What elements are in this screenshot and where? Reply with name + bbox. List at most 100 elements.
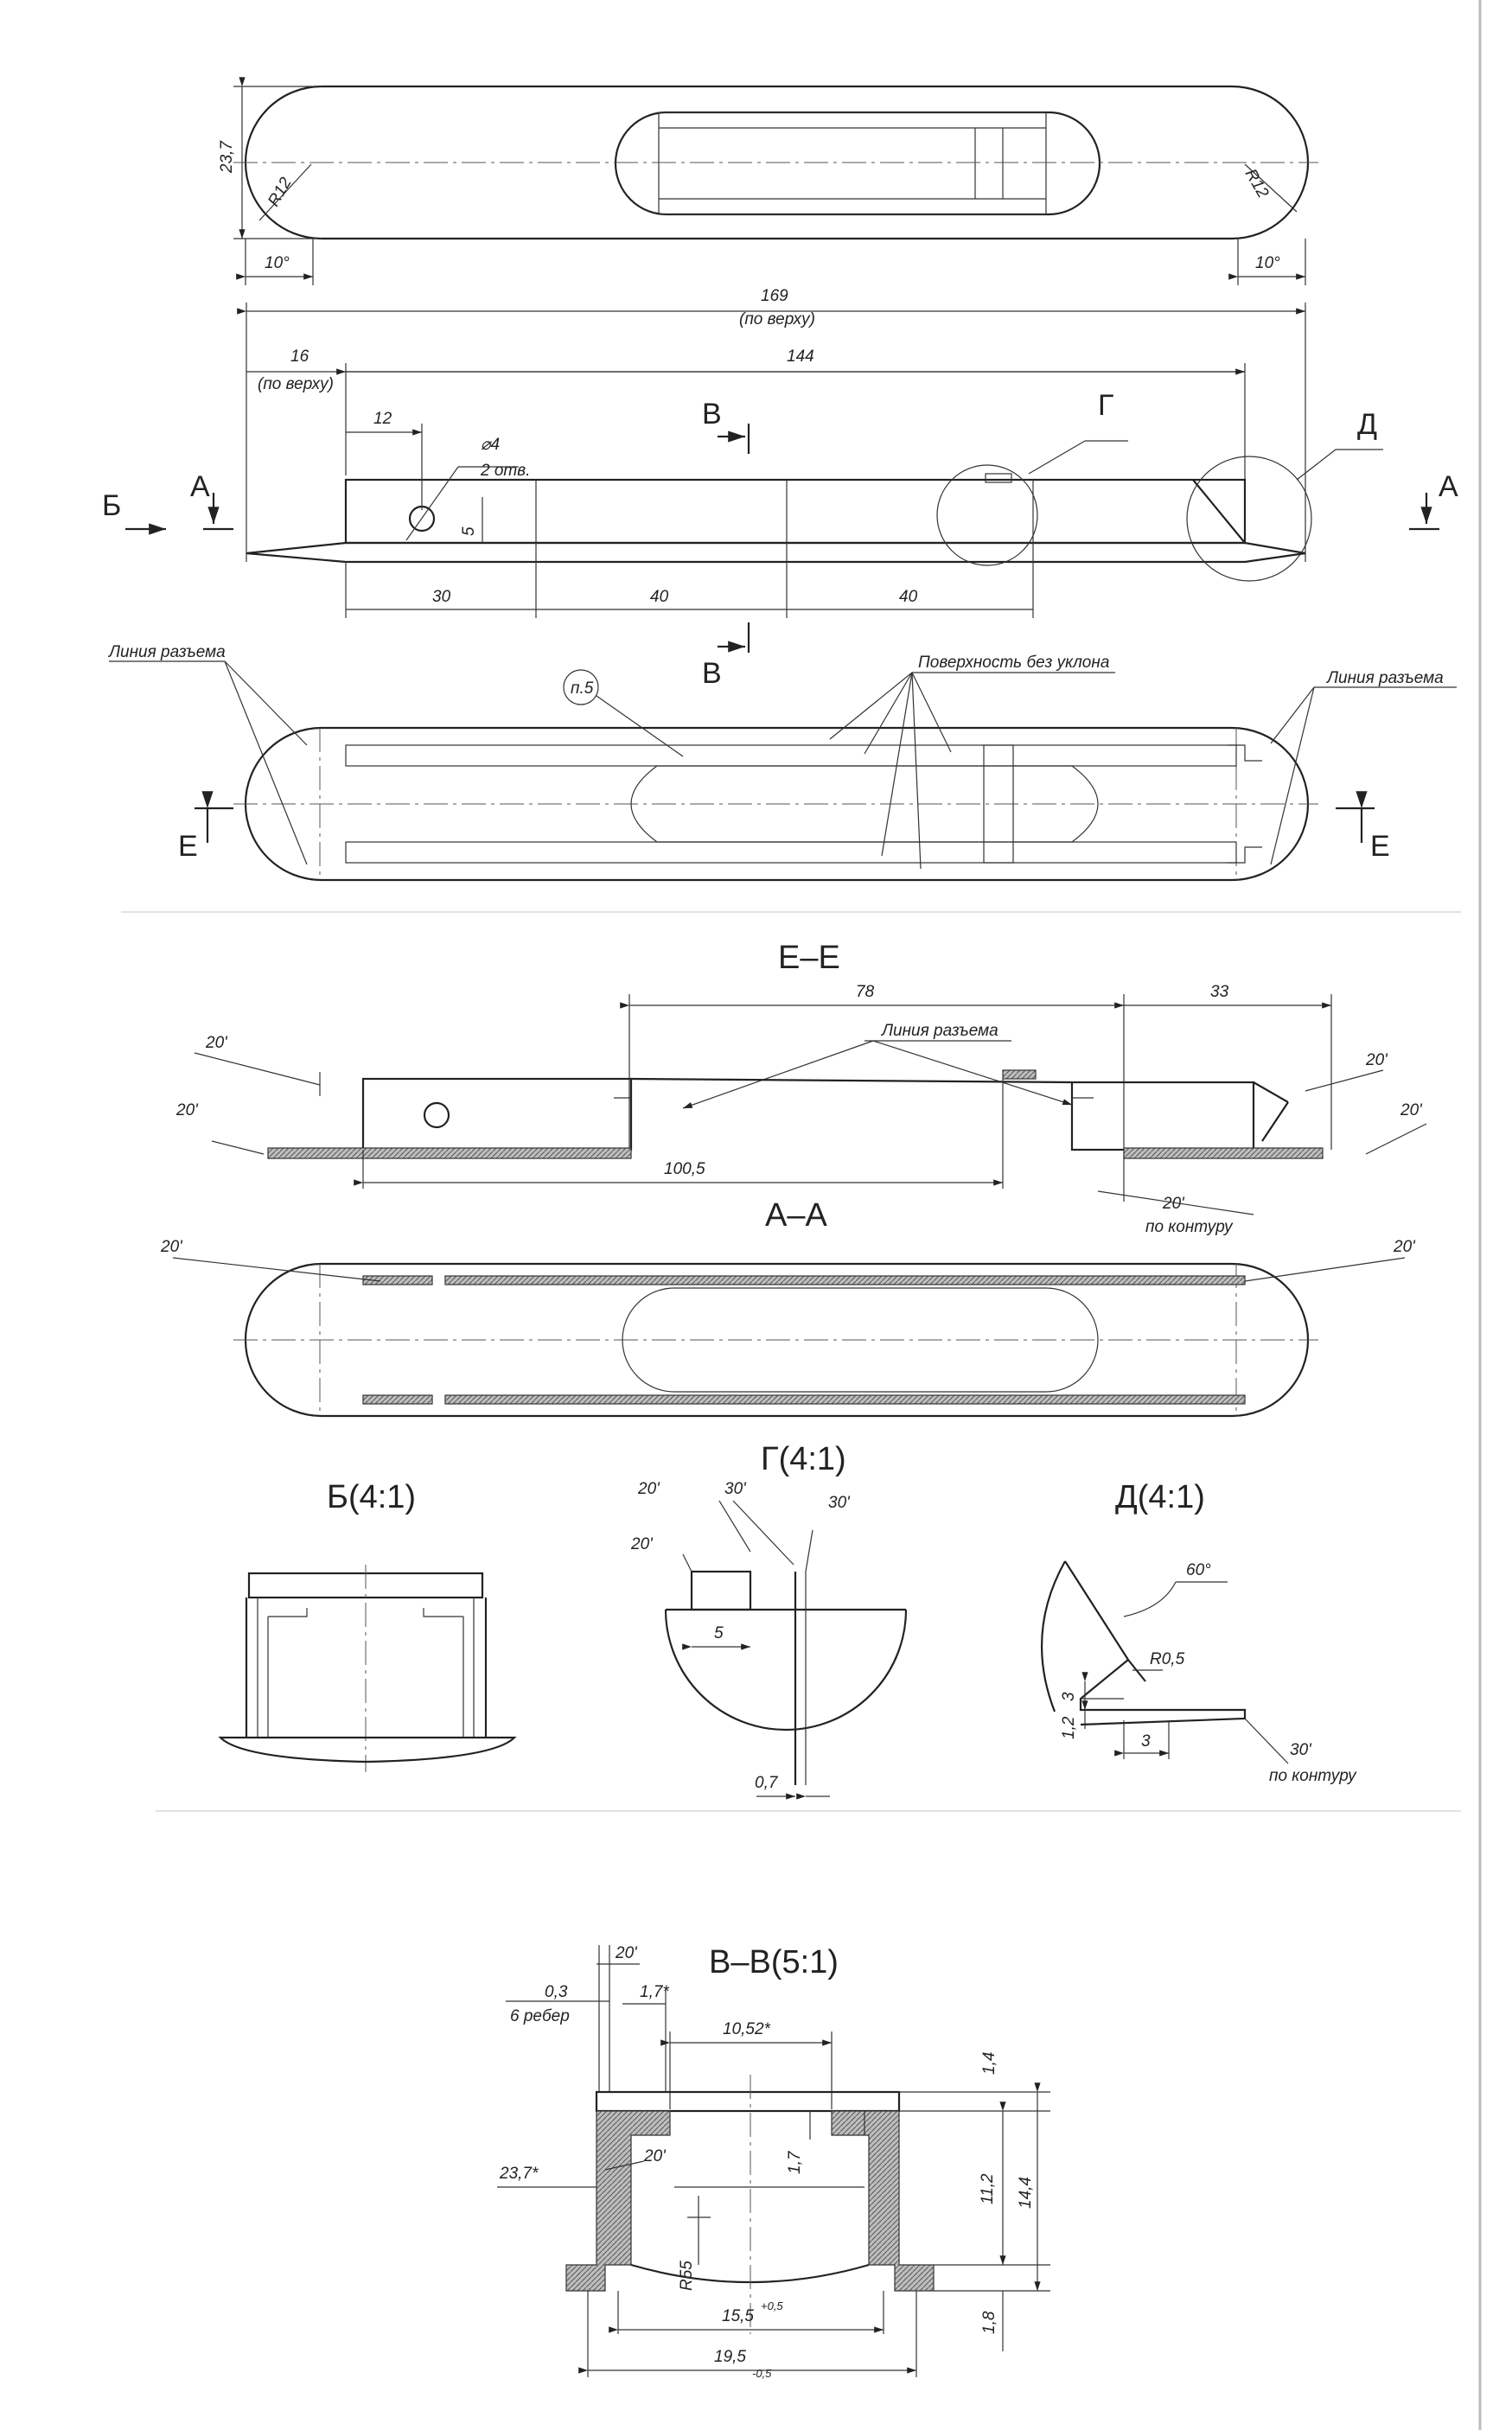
- detail-g: Г(4:1) 5 20' 30' 20' 30' 0,7: [630, 1441, 908, 1800]
- dim-height: 23,7: [218, 140, 236, 174]
- dim-seg2: 40: [650, 588, 669, 606]
- vv-dim-17b: 1,7: [786, 2150, 804, 2174]
- dim-overall-note: (по верху): [739, 310, 815, 328]
- vv-dim-17a: 1,7*: [640, 1983, 669, 2001]
- detail-d-arc: [1040, 1560, 1066, 1712]
- section-vv: В–В(5:1) 20' 0,3 6 ребер 1,7* 10,52* R55…: [497, 1944, 1050, 2380]
- vv-dim-155: 15,5: [722, 2307, 754, 2325]
- vv-dim-03: 0,3: [545, 1983, 568, 2001]
- vv-tol-195: -0,5: [752, 2367, 772, 2380]
- detail-b-title: Б(4:1): [327, 1479, 416, 1515]
- ee-contour: по контуру: [1145, 1218, 1234, 1236]
- front-view: 169 (по верху) 16 (по верху) 144 12 ⌀4 2…: [102, 287, 1458, 690]
- ee-hatch-left: [267, 1147, 632, 1159]
- detail-d: Д(4:1) 60° R0,5 3 1,2 3 30' по контуру: [1040, 1479, 1357, 1785]
- section-ee-title: Е–Е: [778, 940, 840, 976]
- section-v-bottom: В: [702, 657, 722, 690]
- angle-right: 10°: [1255, 254, 1280, 272]
- vv-dim-1052: 10,52*: [723, 2020, 771, 2038]
- section-a-right: А: [1439, 470, 1458, 503]
- section-a-left: А: [190, 470, 210, 503]
- g-ang-3: 20': [630, 1535, 654, 1553]
- dim-offset: 16: [290, 348, 309, 366]
- detail-g-title: Г(4:1): [761, 1441, 846, 1477]
- vv-dim-144: 14,4: [1017, 2177, 1035, 2209]
- ee-ang-1: 20': [205, 1034, 228, 1052]
- d-ang-60: 60°: [1186, 1561, 1211, 1579]
- aa-outline: [244, 1262, 1310, 1418]
- radius-left: R12: [265, 174, 296, 209]
- vv-ribs: 6 ребер: [510, 2007, 570, 2025]
- dim-hole-pos: 12: [373, 410, 392, 428]
- plan-view: Линия разъема Линия разъема Поверхность …: [107, 643, 1457, 882]
- section-e-right: Е: [1370, 830, 1390, 863]
- detail-g-circle: [936, 464, 1038, 566]
- d-radius: R0,5: [1150, 1650, 1185, 1668]
- parting-right: Линия разъема: [1325, 669, 1444, 687]
- vv-dim-195: 19,5: [714, 2348, 746, 2366]
- ee-mark: [1002, 1069, 1037, 1080]
- detail-d-title: Д(4:1): [1115, 1479, 1205, 1515]
- ee-ang-5: 20': [1162, 1195, 1185, 1213]
- hole-count: 2 отв.: [480, 462, 530, 480]
- vv-radius: R55: [678, 2261, 696, 2291]
- g-ang-4: 30': [828, 1494, 851, 1512]
- detail-d-label: Д: [1357, 408, 1377, 441]
- vv-tol-155: +0,5: [761, 2299, 783, 2312]
- vv-ang-top: 20': [615, 1944, 638, 1962]
- dim-hole-height: 5: [460, 526, 478, 536]
- front-body: [344, 478, 1247, 545]
- g-ang-2: 30': [724, 1480, 747, 1498]
- plan-outline: [244, 726, 1310, 882]
- parting-label: Линия разъема: [880, 1022, 998, 1040]
- ee-body-left: [361, 1077, 633, 1151]
- vv-wall-right: [831, 2110, 935, 2292]
- section-ee: Е–Е 78 33 Линия разъема 20' 20' 20' 20' …: [175, 940, 1427, 1236]
- g-ang-1: 20': [637, 1480, 660, 1498]
- mark-label: п.5: [571, 679, 594, 698]
- section-aa: А–А 20' 20': [160, 1197, 1416, 1418]
- ee-ang-4: 20': [1400, 1101, 1423, 1119]
- hole-label: ⌀4: [481, 436, 500, 454]
- top-view-slot-inner: [658, 112, 1047, 215]
- vv-top: [595, 2090, 901, 2113]
- ee-ang-2: 20': [175, 1101, 199, 1119]
- vv-dim-14: 1,4: [980, 2052, 998, 2075]
- section-e-left: Е: [178, 830, 198, 863]
- d-contour: по контуру: [1269, 1767, 1357, 1785]
- d-ang-30: 30': [1290, 1741, 1312, 1759]
- parting-left: Линия разъема: [107, 643, 226, 661]
- view-b-label: Б: [102, 489, 121, 522]
- angle-left: 10°: [265, 254, 290, 272]
- dim-offset-note: (по верху): [258, 375, 334, 393]
- vv-ang-inner: 20': [643, 2147, 667, 2165]
- surface-note: Поверхность без уклона: [918, 654, 1109, 672]
- ee-ang-3: 20': [1365, 1051, 1388, 1069]
- detail-g-label: Г: [1098, 389, 1113, 422]
- top-view: 23,7 R12 R12 10° 10°: [218, 77, 1318, 285]
- dim-33: 33: [1210, 983, 1229, 1001]
- section-v-top: В: [702, 398, 722, 431]
- dim-inner: 144: [787, 348, 814, 366]
- top-view-outline: [244, 85, 1310, 240]
- d-dim-3a: 3: [1060, 1692, 1078, 1701]
- mark-circle: [563, 669, 599, 705]
- aa-slot: [622, 1287, 1099, 1393]
- detail-b: Б(4:1): [218, 1479, 517, 1772]
- d-dim-12: 1,2: [1060, 1716, 1078, 1739]
- dim-seg1: 30: [432, 588, 451, 606]
- section-vv-title: В–В(5:1): [709, 1944, 839, 1980]
- vv-dim-237: 23,7*: [499, 2165, 539, 2183]
- dim-78: 78: [856, 983, 875, 1001]
- d-dim-3b: 3: [1141, 1732, 1151, 1751]
- dim-seg3: 40: [899, 588, 918, 606]
- section-aa-title: А–А: [765, 1197, 827, 1234]
- aa-ang-right: 20': [1393, 1238, 1416, 1256]
- dim-overall: 169: [761, 287, 788, 305]
- plan-rail-bottom: [345, 841, 1237, 864]
- g-dim-5: 5: [714, 1624, 724, 1642]
- ee-body-right: [1070, 1081, 1255, 1151]
- vv-dim-112: 11,2: [979, 2173, 997, 2204]
- detail-g-arc: [664, 1609, 908, 1732]
